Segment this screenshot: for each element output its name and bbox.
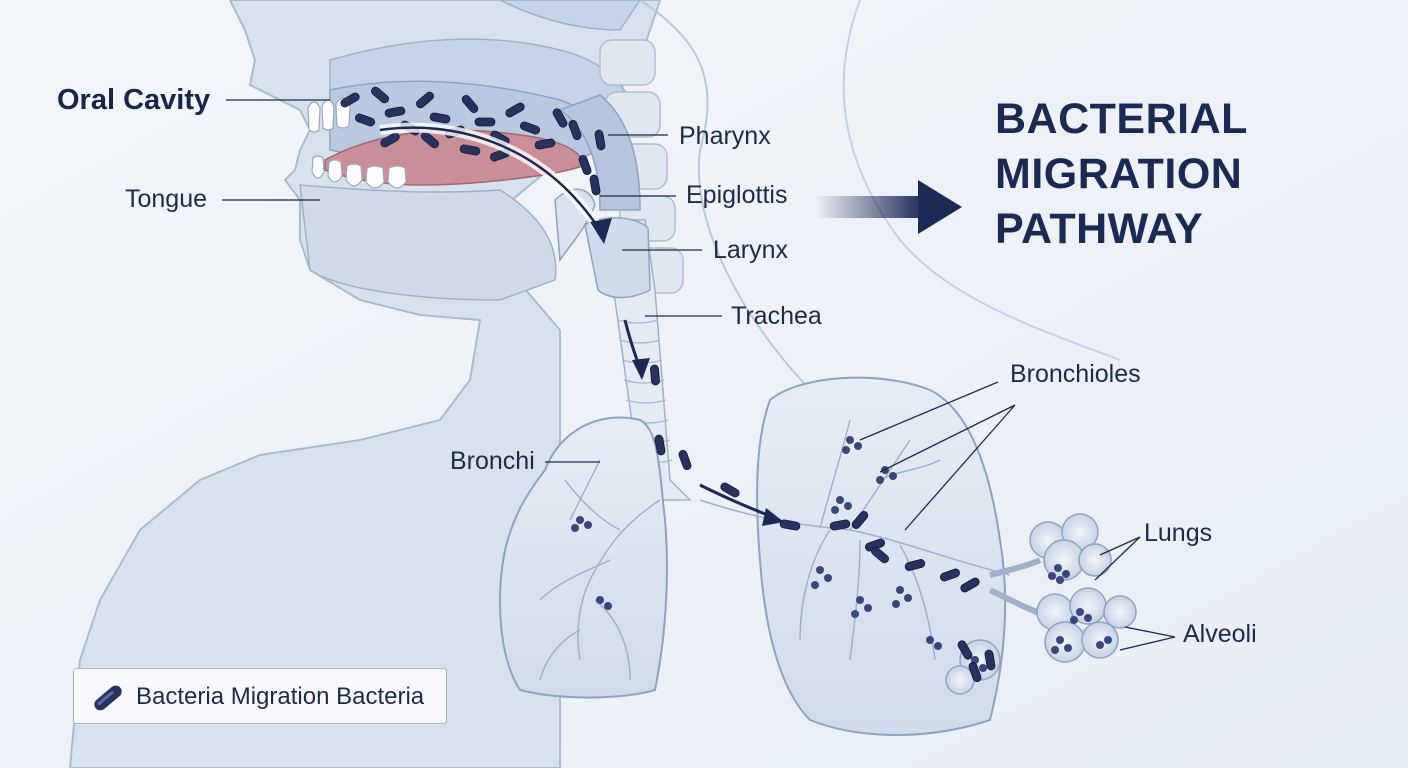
label-pharynx: Pharynx — [679, 122, 771, 150]
label-tongue: Tongue — [125, 185, 208, 213]
migration-flow — [379, 122, 784, 526]
bacterium-icon — [678, 449, 692, 471]
arrow-pharynx-icon — [590, 218, 612, 244]
bacterium-icon — [829, 519, 851, 531]
bacterium-icon — [568, 119, 582, 141]
label-bronchi: Bronchi — [450, 447, 535, 475]
label-oral-cavity: Oral Cavity — [57, 84, 211, 116]
bacterium-icon — [960, 577, 980, 593]
diagram-title: BACTERIAL MIGRATION PATHWAY — [995, 92, 1248, 257]
bacterium-icon — [474, 117, 496, 127]
bacterium-icon — [594, 129, 606, 151]
bacterium-icon — [968, 661, 982, 683]
bacterium-icon — [904, 559, 926, 571]
bacterium-icon — [94, 685, 122, 711]
bacterium-icon — [779, 519, 801, 531]
label-lungs: Lungs — [1144, 519, 1213, 547]
arrow-trachea-icon — [632, 358, 650, 380]
title-line-2: MIGRATION — [995, 150, 1243, 198]
left-lung — [499, 416, 668, 699]
legend: Bacteria Migration Bacteria — [73, 668, 447, 724]
title-arrow-icon — [815, 180, 962, 234]
bacterium-icon — [578, 154, 592, 176]
bacterium-icon — [957, 640, 973, 660]
label-larynx: Larynx — [713, 236, 789, 264]
bacterium-icon — [505, 102, 525, 118]
bacterium-icon — [354, 113, 376, 127]
bacterium-icon — [851, 511, 869, 529]
bacterium-icon — [552, 108, 568, 128]
bacterium-icon — [340, 92, 360, 108]
arrow-bronchi-icon — [762, 508, 784, 526]
bacterium-icon — [589, 174, 601, 196]
title-line-1: BACTERIAL — [995, 95, 1248, 143]
bacterium-icon — [720, 482, 740, 498]
label-alveoli: Alveoli — [1183, 620, 1257, 648]
bacteria-trail — [340, 86, 996, 683]
bacterium-icon — [650, 364, 660, 386]
bacterium-icon — [416, 91, 434, 109]
label-trachea: Trachea — [731, 302, 822, 330]
bacterium-icon — [519, 121, 541, 135]
bacterium-icon — [984, 649, 996, 671]
legend-text: Bacteria Migration Bacteria — [136, 683, 425, 710]
bacterium-icon — [461, 95, 479, 113]
leader-lines — [222, 99, 1176, 651]
bacterium-icon — [654, 434, 666, 456]
label-epiglottis: Epiglottis — [686, 181, 788, 209]
bacterium-icon — [871, 546, 889, 564]
bacterium-icon — [421, 131, 439, 149]
bacterium-icon — [371, 86, 389, 104]
bacterium-icon — [380, 132, 400, 148]
title-line-3: PATHWAY — [995, 205, 1204, 253]
bacterium-icon — [384, 106, 406, 118]
bacterium-icon — [459, 144, 481, 156]
bacterium-icon — [429, 112, 451, 124]
bacterium-icon — [939, 568, 961, 582]
label-bronchioles: Bronchioles — [1010, 360, 1141, 388]
bacterium-icon — [534, 138, 556, 150]
